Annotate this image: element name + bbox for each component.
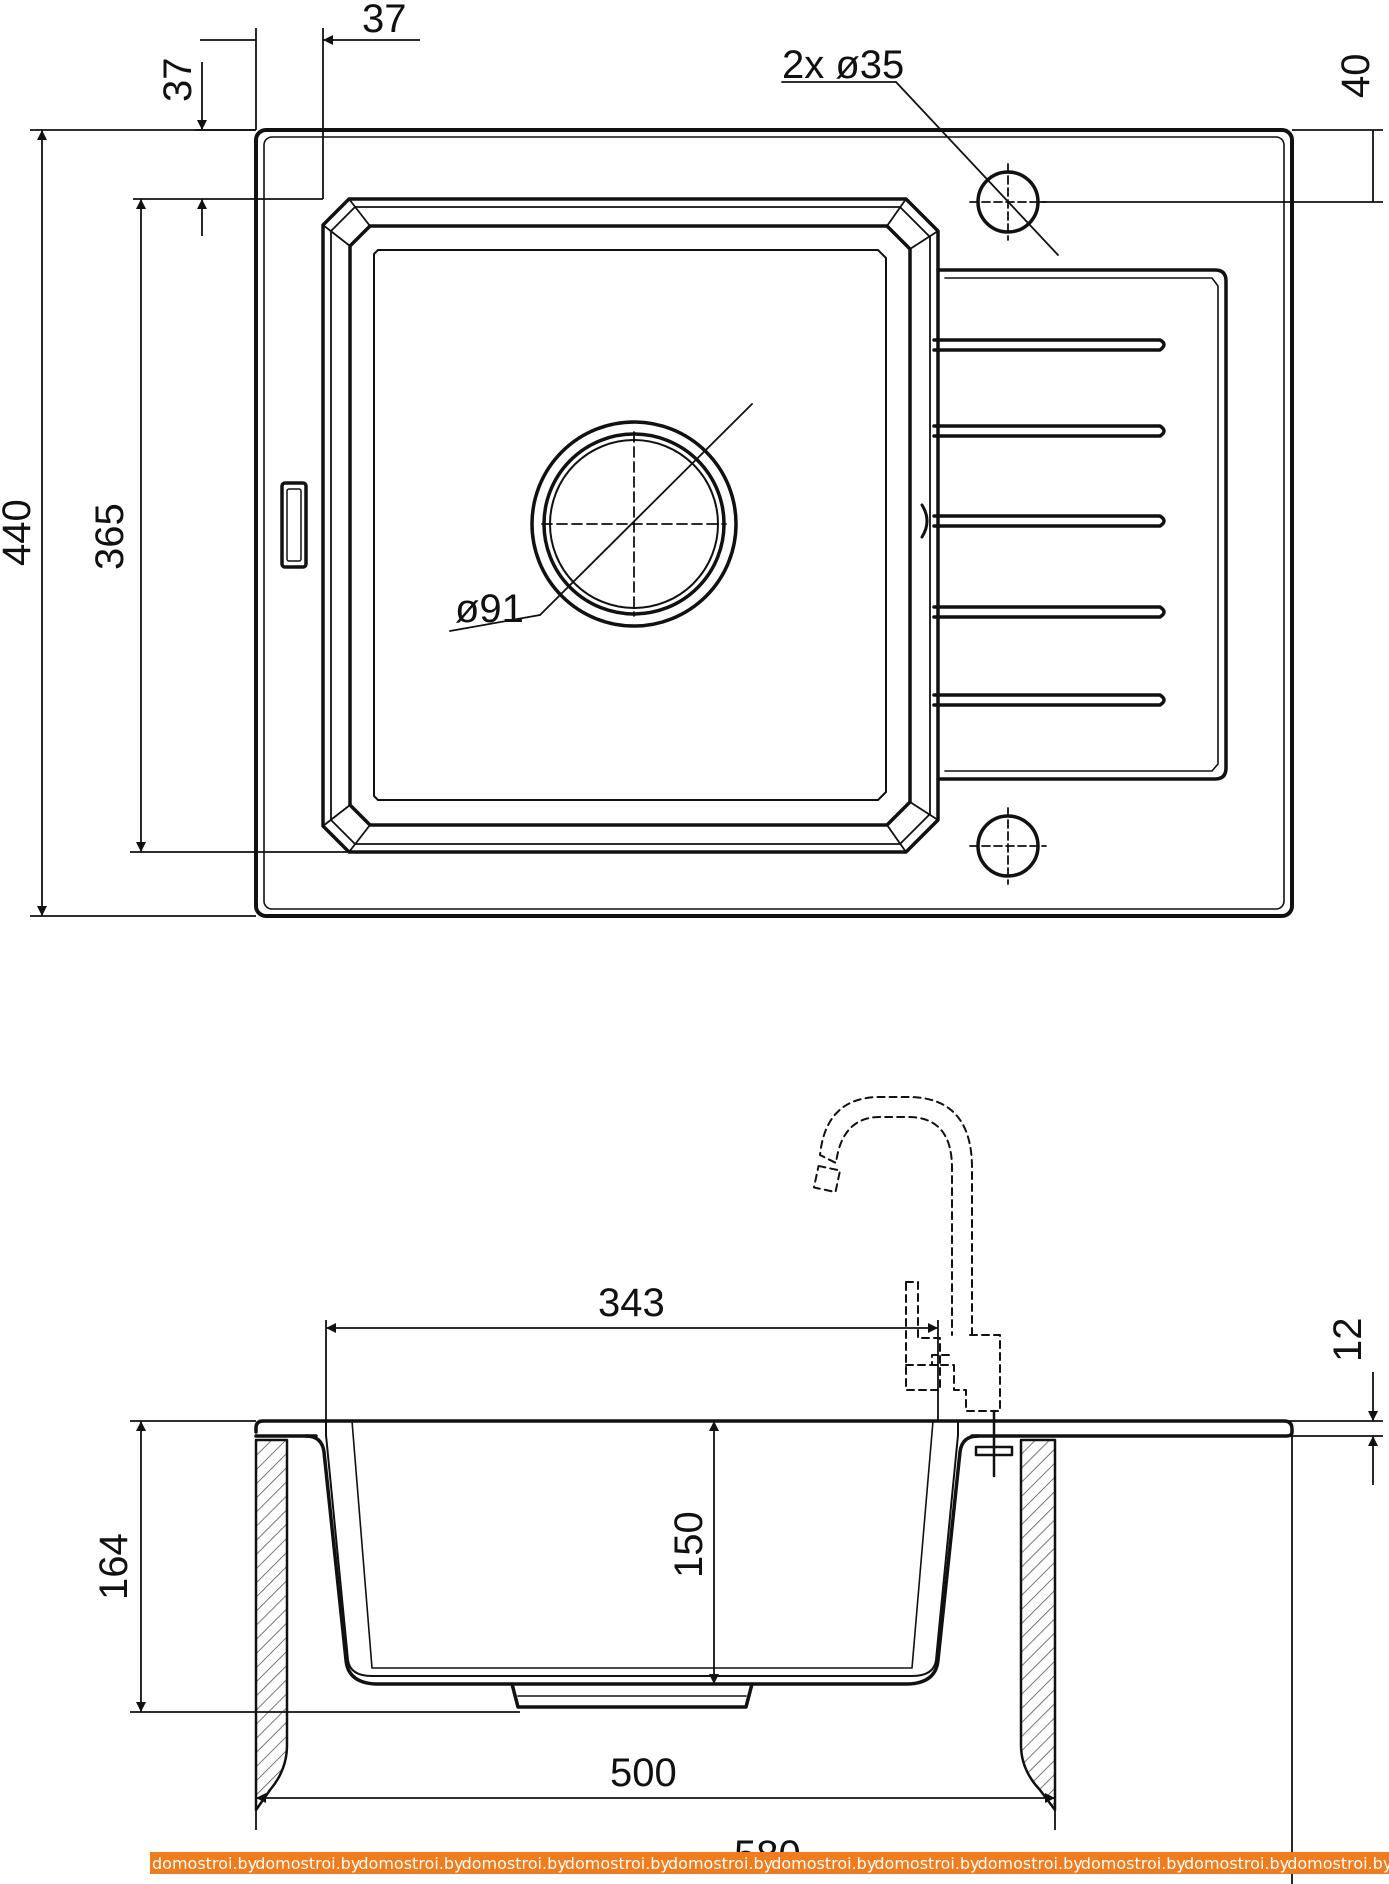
watermark-text: domostroi.by <box>152 1854 257 1873</box>
dim-bowl-height: 150 <box>667 1511 711 1578</box>
worktop-left-section <box>254 1438 289 1812</box>
dim-total-height: 164 <box>92 1533 136 1600</box>
chamfer-line <box>322 224 351 247</box>
chamfer-line <box>886 198 907 227</box>
worktop-right-section <box>1019 1438 1057 1812</box>
top-view <box>254 81 1294 918</box>
sink-outline-inner <box>263 136 1285 910</box>
bowl-floor <box>373 249 887 801</box>
section-dimension-lines <box>130 1320 1383 1884</box>
drainer-grooves <box>920 338 1166 707</box>
drain-outer <box>530 420 738 628</box>
bowl-section-outer <box>304 1434 980 1686</box>
watermark-text: domostroi.by <box>1287 1854 1389 1873</box>
watermark-strip: domostroi.bydomostroi.bydomostroi.bydomo… <box>150 1852 1389 1874</box>
watermark-text: domostroi.by <box>978 1854 1083 1873</box>
watermark-text: domostroi.by <box>668 1854 773 1873</box>
tap-holes <box>781 81 1059 885</box>
drainer-board <box>936 268 1228 781</box>
drain-leader <box>449 614 541 632</box>
faucet-mount <box>974 1409 1014 1478</box>
watermark-text: domostroi.by <box>462 1854 567 1873</box>
watermark-background <box>150 1852 1389 1874</box>
bowl-section-line <box>351 1420 934 1669</box>
watermark-text: domostroi.by <box>1081 1854 1186 1873</box>
section-view <box>254 1096 1294 1812</box>
tap-hole-leader <box>895 81 1059 256</box>
watermark-text: domostroi.by <box>255 1854 360 1873</box>
watermark-text: domostroi.by <box>358 1854 463 1873</box>
dim-top-offset-y: 37 <box>156 58 200 103</box>
chamfer-line <box>322 804 351 827</box>
chamfer-line <box>909 801 939 821</box>
dim-bowl-width: 343 <box>598 1281 665 1325</box>
dim-drain: ø91 <box>455 587 524 631</box>
sink-outline <box>254 128 1294 918</box>
chamfer-line <box>886 824 907 853</box>
dim-cabinet: 500 <box>610 1751 677 1795</box>
watermark-text: domostroi.by <box>874 1854 979 1873</box>
drain-section <box>510 1682 754 1709</box>
bowl-section-inner <box>325 1420 959 1677</box>
watermark-text: domostroi.by <box>565 1854 670 1873</box>
drainer-board-inner <box>944 277 1219 772</box>
faucet-phantom <box>812 1096 1001 1412</box>
top-dimension-lines <box>30 28 1383 917</box>
dim-overall-depth: 440 <box>0 499 39 566</box>
dim-top-offset-x: 37 <box>362 0 407 41</box>
dim-rim-height: 12 <box>1326 1318 1370 1363</box>
drain-leader <box>539 403 753 616</box>
dim-bowl-depth: 365 <box>88 503 132 570</box>
overflow-slot <box>280 481 308 569</box>
dim-tap-hole-edge: 40 <box>1334 54 1378 99</box>
watermark-text: domostroi.by <box>771 1854 876 1873</box>
overflow-slot-inner <box>286 488 302 562</box>
sink-rim <box>254 1419 1294 1438</box>
dim-tap-holes: 2x ø35 <box>782 43 904 87</box>
chamfer-line <box>348 824 371 853</box>
watermark-text: domostroi.by <box>1184 1854 1289 1873</box>
chamfer-line <box>348 198 371 227</box>
chamfer-line <box>909 230 939 250</box>
